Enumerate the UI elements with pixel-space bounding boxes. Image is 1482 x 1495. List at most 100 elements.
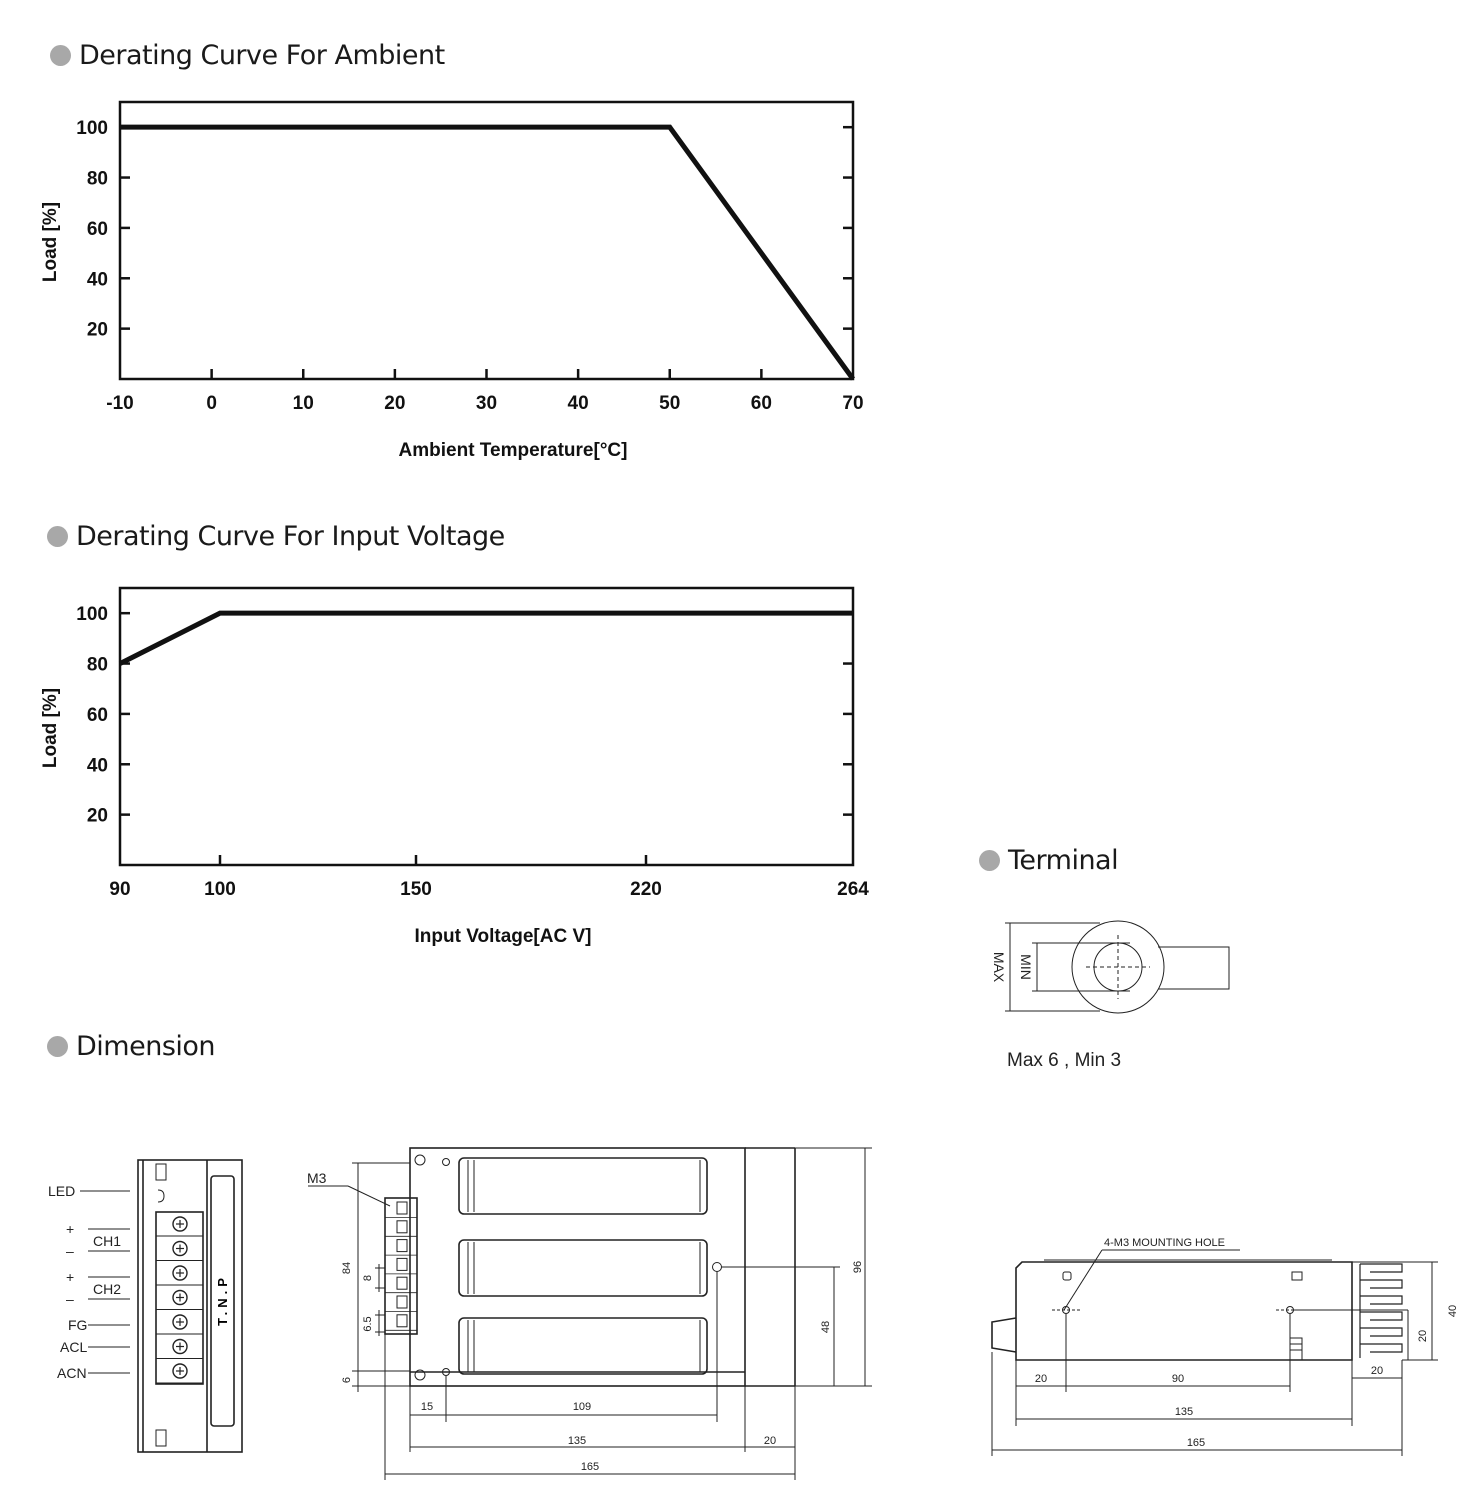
terminal-slot — [396, 1220, 408, 1234]
acl-label: ACL — [60, 1339, 87, 1355]
ch1-minus-label: – — [66, 1243, 74, 1259]
dim-165: 165 — [581, 1461, 599, 1473]
front-view-drawing: LED + CH1 – + CH2 – FG ACL ACN T.N.P — [48, 1159, 243, 1453]
heatsink-fin — [1360, 1343, 1403, 1353]
section-title-voltage: Derating Curve For Input Voltage — [47, 521, 505, 552]
heatsink-fin — [1360, 1279, 1403, 1289]
dim-15: 15 — [421, 1401, 433, 1413]
dim-84: 84 — [341, 1262, 353, 1274]
fg-label: FG — [68, 1317, 87, 1333]
dim-96: 96 — [852, 1261, 864, 1273]
y-axis-label: Load [%] — [40, 688, 61, 768]
bullet-icon — [47, 1036, 68, 1057]
section-title-terminal: Terminal — [979, 845, 1119, 876]
y-tick-label: 80 — [87, 169, 108, 190]
x-tick-label: 100 — [204, 879, 236, 900]
bullet-icon — [50, 45, 71, 66]
dim-6: 6 — [341, 1377, 353, 1383]
dim-40: 40 — [1447, 1305, 1459, 1317]
ring-terminal-outer — [1071, 920, 1165, 1014]
screw-icon — [172, 1265, 188, 1281]
terminal-slot — [396, 1314, 408, 1328]
dim-side-20-right: 20 — [1371, 1365, 1383, 1377]
x-tick-label: 40 — [568, 393, 589, 414]
x-axis-label: Ambient Temperature[°C] — [399, 440, 628, 461]
dim-135: 135 — [568, 1435, 586, 1447]
plot-frame — [118, 586, 855, 867]
dim-20: 20 — [764, 1435, 776, 1447]
terminal-slot — [396, 1276, 408, 1290]
x-tick-label: 60 — [751, 393, 772, 414]
terminal-max-label: MAX — [991, 952, 1007, 983]
dim-109: 109 — [573, 1401, 591, 1413]
dim-side-20-vert: 20 — [1417, 1330, 1429, 1342]
plot-frame — [118, 100, 855, 381]
y-tick-label: 20 — [87, 806, 108, 827]
led-label: LED — [48, 1183, 75, 1199]
screw-icon — [172, 1314, 188, 1330]
x-tick-label: 70 — [842, 393, 863, 414]
terminal-slot — [396, 1257, 408, 1271]
x-axis-label: Input Voltage[AC V] — [415, 926, 592, 947]
screw-icon — [172, 1289, 188, 1306]
dim-6-5: 6.5 — [362, 1316, 374, 1331]
dim-side-20-left: 20 — [1035, 1373, 1047, 1385]
x-tick-label: 10 — [293, 393, 314, 414]
terminal-min-label: MIN — [1018, 954, 1034, 980]
y-tick-label: 100 — [76, 604, 108, 625]
bullet-icon — [979, 850, 1000, 871]
x-tick-label: -10 — [106, 393, 133, 414]
screw-icon — [172, 1338, 188, 1355]
dim-side-135: 135 — [1175, 1406, 1193, 1418]
dim-side-90: 90 — [1172, 1373, 1184, 1385]
bullet-icon — [47, 526, 68, 547]
y-axis-label: Load [%] — [40, 202, 61, 282]
section-title-dimension: Dimension — [47, 1031, 216, 1062]
x-tick-label: 90 — [109, 879, 130, 900]
voltage-derating-chart: 90 100 150 220 264 20 40 60 80 100 Input Voltage[… — [40, 586, 869, 947]
heatsink-fin — [1360, 1263, 1403, 1273]
ambient-derating-chart: -10 0 10 20 30 40 50 60 70 20 40 60 80 100 Ambient Te… — [40, 100, 864, 461]
x-tick-label: 0 — [206, 393, 217, 414]
ch1-label: CH1 — [93, 1233, 121, 1249]
screw-icon — [172, 1216, 188, 1232]
x-tick-label: 264 — [837, 879, 869, 900]
x-tick-label: 30 — [476, 393, 497, 414]
y-tick-label: 60 — [87, 705, 108, 726]
ch1-plus-label: + — [66, 1221, 74, 1237]
dim-8: 8 — [362, 1275, 374, 1281]
y-tick-label: 60 — [87, 219, 108, 240]
x-tick-label: 50 — [659, 393, 680, 414]
y-tick-label: 40 — [87, 755, 108, 776]
ambient-series-line — [120, 124, 856, 381]
acn-label: ACN — [57, 1365, 87, 1381]
voltage-series-line — [118, 610, 853, 666]
section-title-ambient: Derating Curve For Ambient — [50, 40, 445, 71]
top-view-drawing: M3 84 8 6.5 6 96 48 15 109 135 20 165 — [307, 1147, 872, 1480]
dim-48: 48 — [820, 1321, 832, 1333]
dim-side-165: 165 — [1187, 1437, 1205, 1449]
terminal-slot — [396, 1295, 408, 1309]
ch2-minus-label: – — [66, 1291, 74, 1307]
terminal-slot — [396, 1239, 408, 1253]
y-tick-label: 40 — [87, 269, 108, 290]
screw-icon — [172, 1363, 188, 1379]
brand-label: T.N.P — [215, 1274, 230, 1326]
x-tick-label: 220 — [630, 879, 662, 900]
x-tick-label: 150 — [400, 879, 432, 900]
heatsink-fin — [1360, 1295, 1403, 1305]
ch2-label: CH2 — [93, 1281, 121, 1297]
heatsink-fin — [1360, 1327, 1403, 1337]
side-view-drawing: 4-M3 MOUNTING HOLE 40 20 20 90 20 135 16… — [991, 1237, 1459, 1456]
screw-icon — [172, 1240, 188, 1257]
terminal-drawing: MAX MIN — [991, 920, 1230, 1014]
heatsink-fin — [1360, 1311, 1403, 1321]
y-tick-label: 80 — [87, 655, 108, 676]
ch2-plus-label: + — [66, 1269, 74, 1285]
terminal-slot — [396, 1201, 408, 1215]
terminal-note: Max 6 , Min 3 — [1007, 1050, 1122, 1071]
x-tick-label: 20 — [384, 393, 405, 414]
y-tick-label: 20 — [87, 320, 108, 341]
y-tick-label: 100 — [76, 118, 108, 139]
mounting-hole-label: 4-M3 MOUNTING HOLE — [1104, 1237, 1225, 1249]
